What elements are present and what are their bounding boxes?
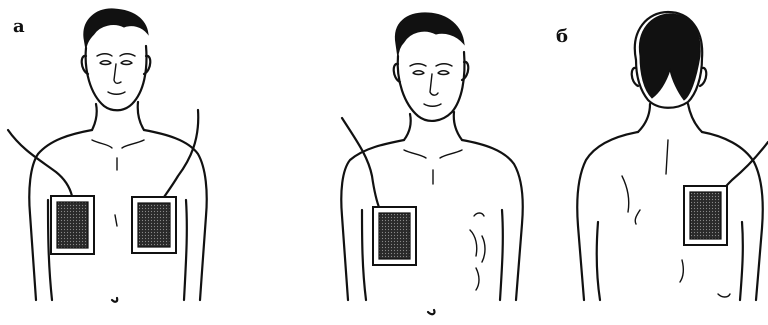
nose [114,64,121,83]
neck-right [138,102,144,130]
torso-right-outline [462,140,523,300]
figure-front-two-pads [8,9,207,302]
head-outline [86,46,147,110]
rib-mark-1 [470,230,477,256]
nipple-right [474,213,484,216]
left-arm-inner [362,210,366,300]
neck-right [454,112,462,140]
elbow-mark [718,294,730,297]
electrode-pad-core [379,213,410,259]
lower-back-mark [680,260,683,282]
clavicle-right [122,140,144,148]
left-eyebrow [97,54,112,56]
hair [84,9,148,50]
spine [666,140,668,174]
scapula-left [622,176,629,212]
left-eye [413,71,424,75]
cable-left [8,130,72,196]
back-left-outline [577,132,638,300]
left-eyebrow [410,64,426,66]
hair-back [639,14,700,100]
electrode-pad-right-core [138,203,170,247]
clavicle-left [404,150,426,158]
electrode-pad-left-core [57,202,88,248]
right-arm-inner [500,210,503,300]
cable-right [162,110,198,200]
rib-mark-3 [476,268,479,290]
hair [395,13,464,58]
mouth [108,92,125,94]
mouth [424,104,441,106]
right-eyebrow [120,54,135,56]
figure-front-one-pad [341,13,522,314]
right-eyebrow [436,64,452,66]
neck-left [404,114,411,140]
neck-left [638,104,650,132]
clavicle-left [92,140,112,148]
right-eye [438,71,449,75]
right-arm-inner [184,200,187,300]
left-eye [100,61,111,65]
rib-mark-2 [482,236,485,262]
neck-right [688,104,702,132]
right-arm-inner [740,222,743,300]
figure-back-one-pad [577,12,768,300]
nose [430,74,438,95]
electrode-pad-core [690,192,721,239]
navel [112,298,117,302]
neck-left [92,104,97,130]
scapula-mark-left [635,210,640,224]
abdomen-mark [115,215,117,226]
clavicle-right [440,150,462,158]
left-arm-inner [597,222,600,300]
navel [428,310,435,314]
right-eye [121,61,132,65]
